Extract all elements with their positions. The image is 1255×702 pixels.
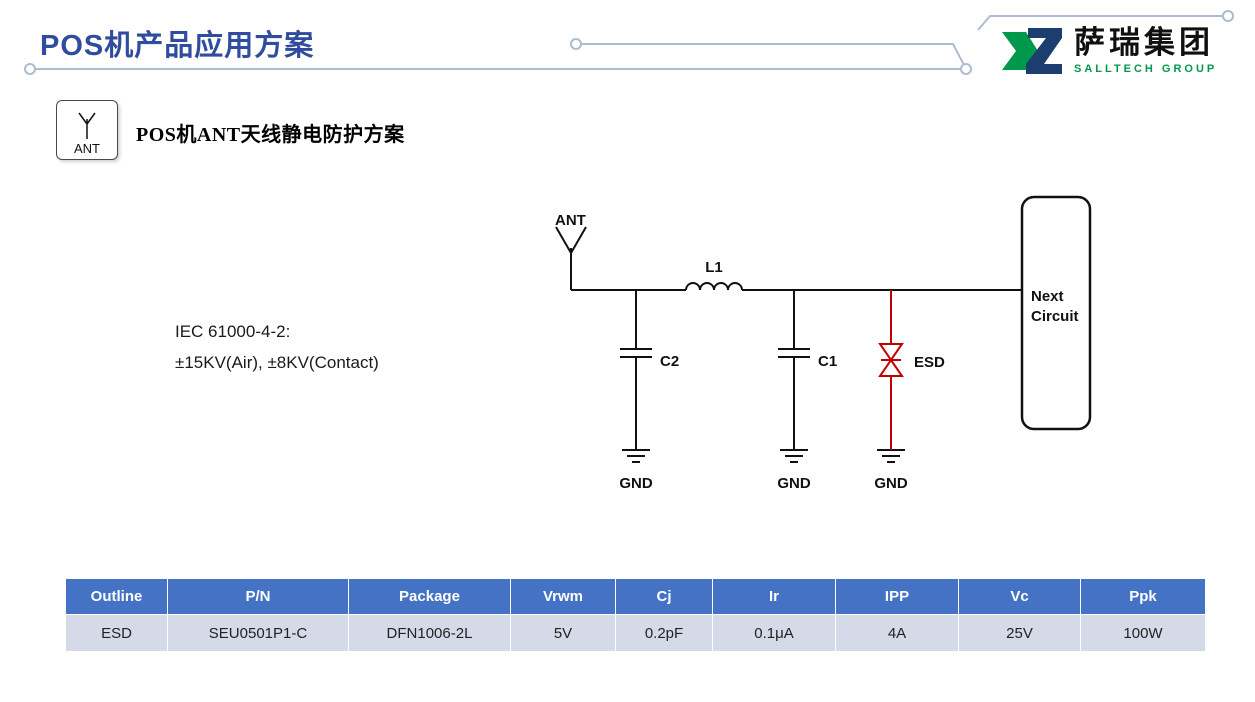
- c1-label: C1: [818, 353, 837, 370]
- next-circuit-label-line2: Circuit: [1031, 308, 1079, 325]
- ant-icon-label: ANT: [74, 141, 100, 156]
- company-name-en: SALLTECH GROUP: [1074, 62, 1218, 75]
- antenna-symbol: [555, 226, 587, 290]
- table-header-cell: Outline: [65, 578, 168, 615]
- capacitor-c2-symbol: [620, 290, 652, 450]
- table-cell: 5V: [510, 614, 616, 652]
- section-heading: POS机ANT天线静电防护方案: [136, 124, 405, 146]
- table-cell: ESD: [65, 614, 168, 652]
- c2-label: C2: [660, 353, 679, 370]
- table-header-cell: Vrwm: [510, 578, 616, 615]
- table-cell: 25V: [958, 614, 1081, 652]
- company-name-cn: 萨瑞集团: [1074, 25, 1214, 61]
- spec-table-container: Outline P/N Package Vrwm Cj Ir IPP Vc Pp…: [65, 578, 1206, 652]
- company-logo: 萨瑞集团 SALLTECH GROUP: [1002, 26, 1217, 76]
- iec-rating-text: IEC 61000-4-2: ±15KV(Air), ±8KV(Contact): [175, 317, 379, 378]
- iec-rating-line: ±15KV(Air), ±8KV(Contact): [175, 352, 379, 372]
- table-cell: 0.2pF: [615, 614, 713, 652]
- ground-symbol: [780, 449, 808, 463]
- salltech-logo-mark: [1002, 28, 1062, 74]
- page-title: POS机产品应用方案: [40, 30, 315, 62]
- next-circuit-box: [1020, 195, 1092, 431]
- esd-label: ESD: [914, 354, 945, 371]
- header-and-circuit-graphics: ANT L1 C2 C1 ESD GND GND GND Next Circui…: [24, 10, 1234, 492]
- capacitor-c1-symbol: [778, 290, 810, 450]
- logo-text: 萨瑞集团 SALLTECH GROUP: [1074, 27, 1217, 75]
- table-header-cell: IPP: [835, 578, 959, 615]
- table-header-cell: Ppk: [1080, 578, 1206, 615]
- table-header-cell: Ir: [712, 578, 836, 615]
- table-header-cell: Vc: [958, 578, 1081, 615]
- esd-diode-symbol: [878, 290, 904, 450]
- table-header-row: Outline P/N Package Vrwm Cj Ir IPP Vc Pp…: [65, 578, 1206, 615]
- circuit-wires: [555, 226, 1022, 463]
- inductor-symbol: [685, 282, 743, 291]
- inductor-label: L1: [705, 259, 723, 276]
- gnd-label: GND: [777, 475, 811, 492]
- ground-symbol: [877, 449, 905, 463]
- next-circuit-label-line1: Next: [1031, 288, 1064, 305]
- spec-table: Outline P/N Package Vrwm Cj Ir IPP Vc Pp…: [65, 578, 1206, 652]
- table-header-cell: Cj: [615, 578, 713, 615]
- ground-symbol: [622, 449, 650, 463]
- ant-icon-box: ANT: [56, 100, 118, 160]
- gnd-label: GND: [874, 475, 908, 492]
- table-cell: SEU0501P1-C: [167, 614, 349, 652]
- gnd-label: GND: [619, 475, 653, 492]
- table-header-cell: Package: [348, 578, 511, 615]
- table-cell: 0.1μA: [712, 614, 836, 652]
- table-row: ESD SEU0501P1-C DFN1006-2L 5V 0.2pF 0.1μ…: [65, 614, 1206, 652]
- antenna-icon: [78, 112, 96, 139]
- iec-standard-line: IEC 61000-4-2:: [175, 322, 291, 341]
- table-header-cell: P/N: [167, 578, 349, 615]
- ant-label: ANT: [555, 212, 586, 229]
- table-cell: DFN1006-2L: [348, 614, 511, 652]
- table-cell: 100W: [1080, 614, 1206, 652]
- table-cell: 4A: [835, 614, 959, 652]
